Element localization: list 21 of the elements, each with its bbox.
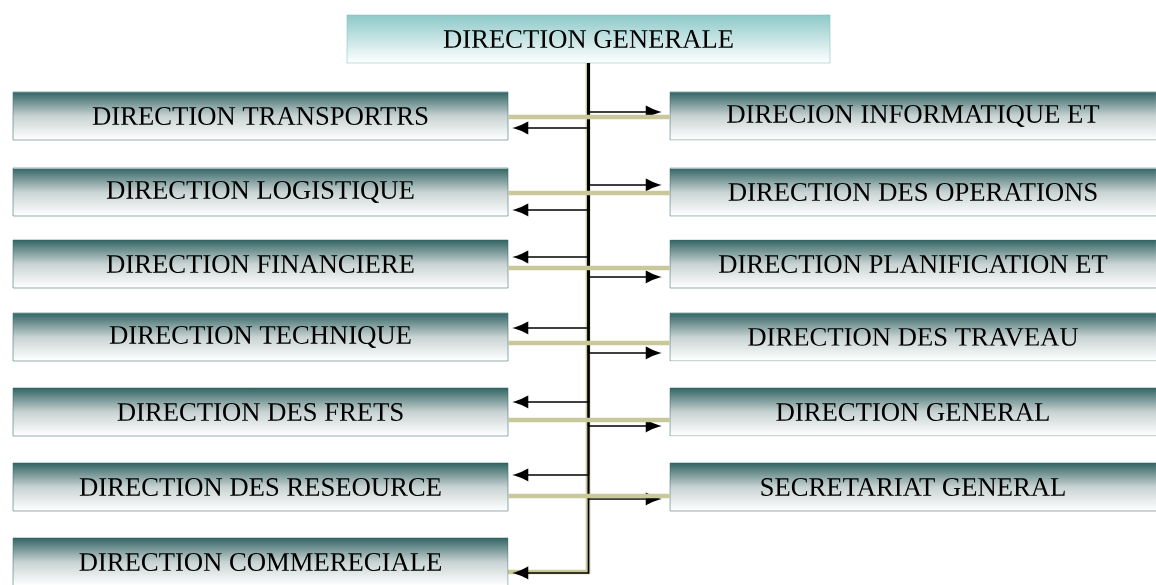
direction-box: DIRECTION GENERAL	[669, 387, 1156, 437]
direction-box: DIRECTION DES TRAVEAU	[669, 312, 1156, 362]
direction-box: DIRECION INFORMATIQUE ET	[669, 91, 1156, 141]
direction-box: DIRECTION DES FRETS	[12, 387, 509, 437]
connector-bar	[508, 114, 670, 120]
direction-box: DIRECTION PLANIFICATION ET	[669, 239, 1156, 289]
direction-box: DIRECTION TECHNIQUE	[12, 312, 509, 362]
direction-box: DIRECTION DES OPERATIONS	[669, 167, 1156, 217]
connector-bar	[508, 493, 670, 499]
direction-box: DIRECTION TRANSPORTRS	[12, 91, 509, 141]
head-box: DIRECTION GENERALE	[346, 14, 831, 64]
direction-box: DIRECTION LOGISTIQUE	[12, 167, 509, 217]
connector-bar	[508, 265, 670, 271]
direction-box: DIRECTION COMMERECIALE	[12, 537, 509, 585]
connector-bar	[508, 190, 670, 196]
connector-bar	[508, 340, 670, 346]
direction-box: DIRECTION DES RESEOURCE	[12, 462, 509, 512]
direction-box: DIRECTION FINANCIERE	[12, 239, 509, 289]
connector-bar	[508, 417, 670, 423]
arrow	[587, 62, 660, 505]
direction-box: SECRETARIAT GENERAL	[669, 462, 1156, 512]
